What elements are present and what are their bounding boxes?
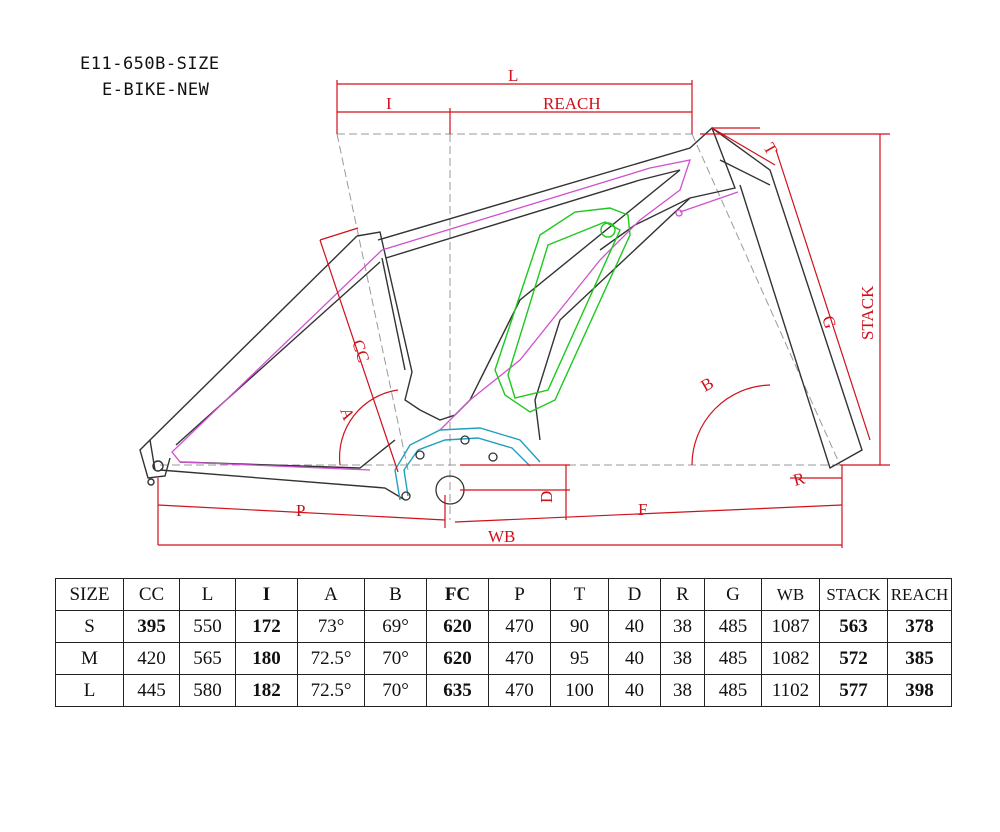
cell-reach: 398 <box>887 674 952 707</box>
label-P: P <box>296 501 305 520</box>
label-D: D <box>537 491 556 503</box>
cell-l: 550 <box>179 610 236 643</box>
label-F: F <box>638 500 647 519</box>
cell-size: L <box>55 674 124 707</box>
cell-d: 40 <box>608 610 661 643</box>
cell-r: 38 <box>660 610 705 643</box>
header-a: A <box>297 578 365 611</box>
header-l: L <box>179 578 236 611</box>
dimension-lines <box>157 80 890 548</box>
cable-routing <box>171 159 739 471</box>
frame-drawing: L I REACH T G STACK CC A B R P D F WB <box>139 66 890 548</box>
geometry-table: SIZE CC L I A B FC P T D R G WB STACK RE… <box>55 578 952 707</box>
cell-reach: 378 <box>887 610 952 643</box>
header-i: I <box>235 578 298 611</box>
cell-stack: 563 <box>819 610 888 643</box>
header-cc: CC <box>123 578 180 611</box>
label-R: R <box>791 468 808 489</box>
cell-l: 565 <box>179 642 236 675</box>
cell-a: 72.5° <box>297 642 365 675</box>
cell-size: M <box>55 642 124 675</box>
header-stack: STACK <box>819 578 888 611</box>
cell-g: 485 <box>704 674 762 707</box>
table-header-row: SIZE CC L I A B FC P T D R G WB STACK RE… <box>55 578 952 611</box>
label-A: A <box>336 405 358 424</box>
header-g: G <box>704 578 762 611</box>
cell-fc: 620 <box>426 610 489 643</box>
dimension-labels: L I REACH T G STACK CC A B R P D F WB <box>296 66 877 546</box>
battery-outline <box>494 207 631 413</box>
cell-b: 69° <box>364 610 427 643</box>
label-STACK: STACK <box>858 285 877 340</box>
cell-p: 470 <box>488 674 551 707</box>
header-reach: REACH <box>887 578 952 611</box>
cell-b: 70° <box>364 674 427 707</box>
header-fc: FC <box>426 578 489 611</box>
cell-fc: 635 <box>426 674 489 707</box>
cell-cc: 420 <box>123 642 180 675</box>
construction-lines <box>160 133 843 520</box>
cell-g: 485 <box>704 642 762 675</box>
cell-i: 172 <box>235 610 298 643</box>
cell-stack: 572 <box>819 642 888 675</box>
label-L: L <box>508 66 518 85</box>
cell-b: 70° <box>364 642 427 675</box>
cell-stack: 577 <box>819 674 888 707</box>
header-p: P <box>488 578 551 611</box>
cell-p: 470 <box>488 642 551 675</box>
cell-p: 470 <box>488 610 551 643</box>
header-b: B <box>364 578 427 611</box>
cell-a: 72.5° <box>297 674 365 707</box>
label-I: I <box>386 94 392 113</box>
header-r: R <box>660 578 705 611</box>
motor-mount <box>394 427 541 501</box>
cell-r: 38 <box>660 642 705 675</box>
cell-d: 40 <box>608 642 661 675</box>
label-B: B <box>698 373 717 395</box>
cell-wb: 1102 <box>761 674 820 707</box>
model-subtitle: E-BIKE-NEW <box>102 80 210 100</box>
cell-wb: 1082 <box>761 642 820 675</box>
cell-g: 485 <box>704 610 762 643</box>
cell-cc: 445 <box>123 674 180 707</box>
label-REACH: REACH <box>543 94 601 113</box>
cell-size: S <box>55 610 124 643</box>
cell-wb: 1087 <box>761 610 820 643</box>
header-wb: WB <box>761 578 820 611</box>
table-row: S 395 550 172 73° 69° 620 470 90 40 38 4… <box>55 610 952 643</box>
header-t: T <box>550 578 609 611</box>
model-title: E11-650B-SIZE <box>80 54 220 74</box>
cell-a: 73° <box>297 610 365 643</box>
cell-i: 182 <box>235 674 298 707</box>
cell-t: 95 <box>550 642 609 675</box>
label-CC: CC <box>348 337 373 364</box>
cell-r: 38 <box>660 674 705 707</box>
cell-fc: 620 <box>426 642 489 675</box>
header-d: D <box>608 578 661 611</box>
table-row: M 420 565 180 72.5° 70° 620 470 95 40 38… <box>55 642 952 675</box>
cell-d: 40 <box>608 674 661 707</box>
cell-i: 180 <box>235 642 298 675</box>
label-G: G <box>818 313 840 331</box>
cell-l: 580 <box>179 674 236 707</box>
cell-t: 90 <box>550 610 609 643</box>
header-size: SIZE <box>55 578 124 611</box>
cell-cc: 395 <box>123 610 180 643</box>
cell-reach: 385 <box>887 642 952 675</box>
cell-t: 100 <box>550 674 609 707</box>
table-row: L 445 580 182 72.5° 70° 635 470 100 40 3… <box>55 674 952 707</box>
label-WB: WB <box>488 527 515 546</box>
